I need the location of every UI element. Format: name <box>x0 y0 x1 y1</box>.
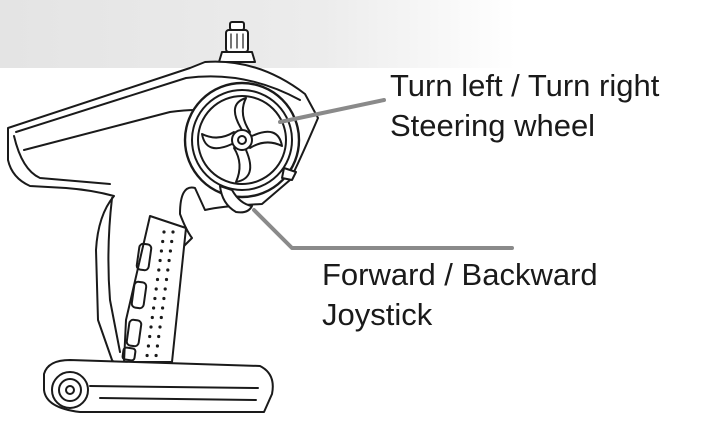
grip-dot <box>152 306 156 310</box>
grip-dot <box>154 287 158 291</box>
grip-dot <box>155 344 159 348</box>
steering-wheel <box>183 81 301 199</box>
header-gradient-band <box>0 0 716 68</box>
grip-dot <box>159 249 163 253</box>
grip-dot <box>166 268 170 272</box>
grip-dot <box>157 268 161 272</box>
throttle-label: Forward / Backward Joystick <box>322 255 598 335</box>
grip-dot <box>170 239 174 244</box>
grip-dot <box>155 277 160 282</box>
rear-knob <box>281 167 297 181</box>
grip-dot <box>162 230 166 234</box>
throttle-action-text: Forward / Backward <box>322 257 598 292</box>
base-stand <box>43 359 274 413</box>
steering-label: Turn left / Turn right Steering wheel <box>390 66 659 146</box>
grip-dot <box>148 334 152 339</box>
steering-control-text: Steering wheel <box>390 108 596 143</box>
grip-dot-texture <box>145 230 175 358</box>
grip-dot <box>158 325 162 329</box>
steering-callout-line <box>278 98 386 124</box>
body-contour-front <box>13 135 111 185</box>
grip-dot <box>168 249 172 253</box>
grip-dot <box>161 306 165 310</box>
grip-dot <box>150 315 154 320</box>
grip-dot <box>161 239 165 244</box>
grip-dot <box>153 296 157 301</box>
grip-dot <box>149 325 153 329</box>
throttle-control-text: Joystick <box>322 297 433 332</box>
throttle-callout-line <box>252 208 514 250</box>
steering-action-text: Turn left / Turn right <box>390 68 660 103</box>
grip-dot <box>164 277 169 282</box>
grip-dot <box>157 334 161 339</box>
grip-dot <box>146 344 150 348</box>
grip-dot <box>159 315 163 320</box>
grip-dot <box>162 296 166 301</box>
body-contour-top <box>15 75 301 133</box>
grip-dot <box>145 353 149 358</box>
throttle-trigger <box>219 185 253 214</box>
antenna <box>218 21 256 63</box>
grip-inner-edge <box>107 197 121 353</box>
grip-dot <box>158 258 162 263</box>
grip-dot <box>171 230 175 234</box>
grip-dot <box>154 353 158 358</box>
grip-dot <box>167 258 171 263</box>
grip-dot <box>163 287 167 291</box>
